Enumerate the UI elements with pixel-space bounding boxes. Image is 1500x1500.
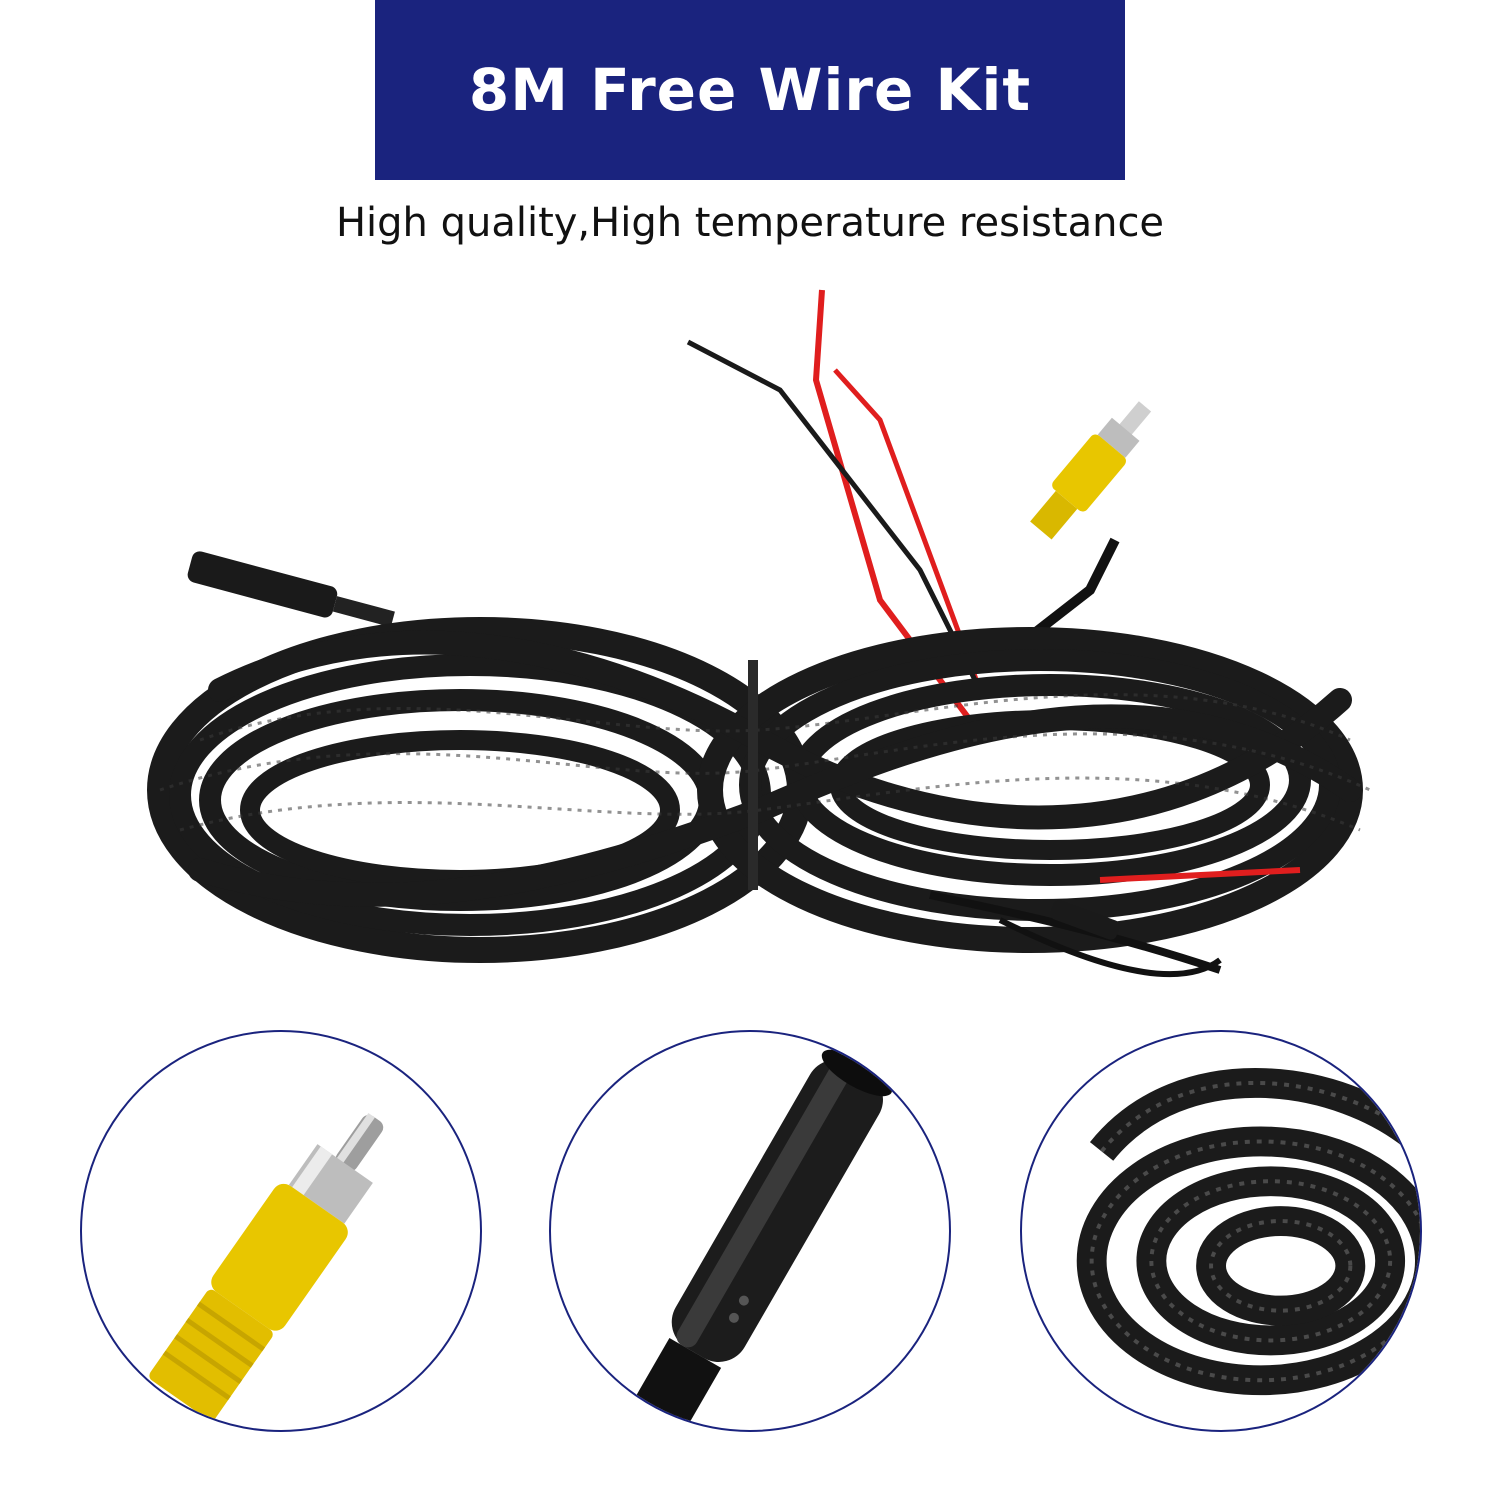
banner-title: 8M Free Wire Kit xyxy=(468,56,1032,124)
inline-connector xyxy=(1050,900,1120,940)
black-wire xyxy=(686,339,983,692)
red-wire-2 xyxy=(833,368,983,691)
detail-circle-rca xyxy=(80,1030,482,1432)
zip-tie xyxy=(748,660,758,890)
detail-circle-female-connector xyxy=(549,1030,951,1432)
rca-connector-top xyxy=(1030,401,1152,540)
female-connector-top xyxy=(187,551,395,628)
title-banner: 8M Free Wire Kit xyxy=(375,0,1125,180)
coil-texture-icon xyxy=(1076,1068,1420,1396)
rca-plug-icon xyxy=(149,1112,384,1421)
subtitle: High quality,High temperature resistance xyxy=(335,200,1165,246)
detail-circle-coil xyxy=(1020,1030,1422,1432)
wire-kit-image xyxy=(147,289,1371,978)
female-connector-icon xyxy=(624,1049,893,1430)
